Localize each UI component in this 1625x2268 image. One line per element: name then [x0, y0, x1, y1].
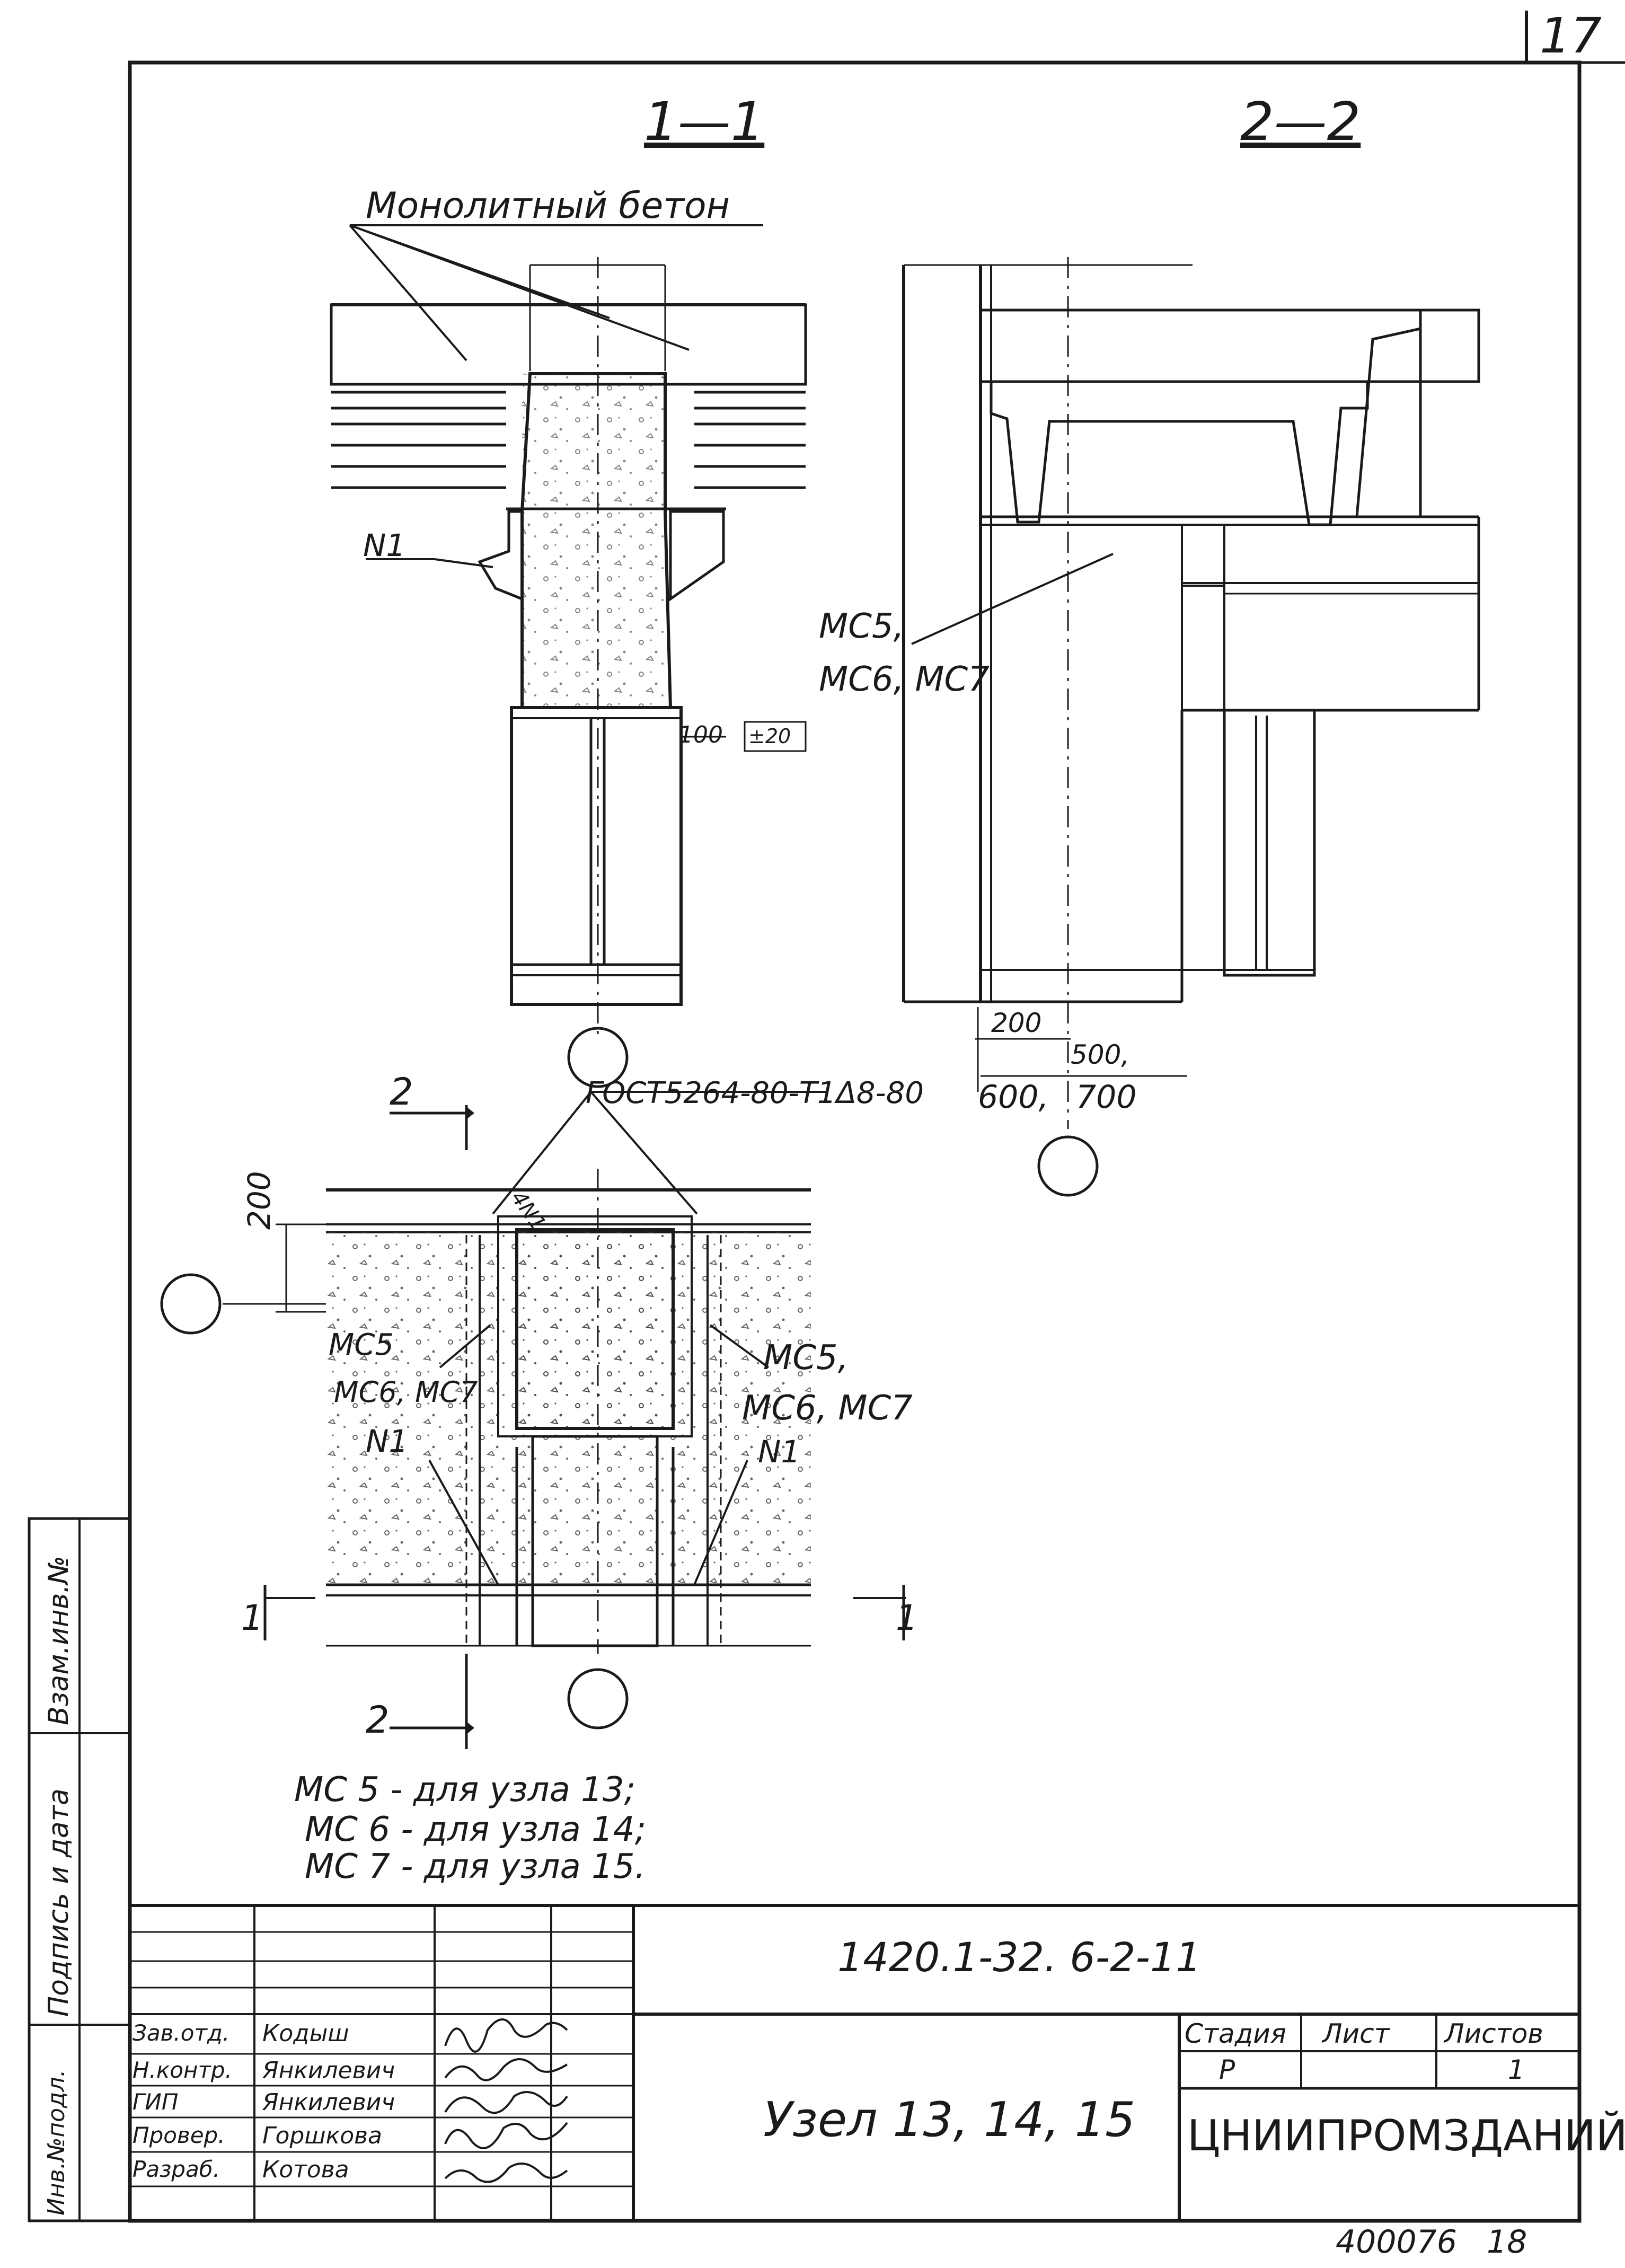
title-block-grid: [130, 1904, 1579, 2221]
mark-mc5-section: MC5,: [819, 607, 904, 646]
role-0: Зав.отд.: [133, 2020, 230, 2046]
dimension-600: 600,: [978, 1079, 1049, 1116]
stage-header: Стадия: [1185, 2018, 1286, 2049]
cut-mark-1-left: 1: [241, 1598, 263, 1638]
role-1: Н.контр.: [133, 2057, 232, 2083]
section-1-1-label: 1—1: [644, 91, 765, 153]
cut-mark-2-bottom: 2: [366, 1698, 390, 1742]
name-0: Кодыш: [262, 2020, 349, 2047]
dimension-200-plan: 200: [241, 1171, 277, 1230]
name-4: Котова: [262, 2156, 349, 2183]
stamp-signature-date: Подпись и дата: [43, 1788, 75, 2017]
note-line-2: MC 6 - для узла 14;: [305, 1810, 647, 1849]
footer-page: 18: [1487, 2223, 1527, 2261]
drawing-title: Узел 13, 14, 15: [763, 2092, 1136, 2148]
organization-name: ЦНИИПРОМЗДАНИЙ: [1187, 2111, 1625, 2160]
gost-weld-note: ГОСТ5264-80-Т1Δ8-80: [586, 1076, 924, 1110]
mark-n1-plan-right: N1: [758, 1434, 801, 1470]
stamp-replacement-inventory: Взам.инв.№: [43, 1556, 75, 1725]
mark-n1-section: N1: [363, 527, 406, 563]
section-2-2-drawing: [902, 257, 1480, 1197]
mark-n1-plan-left: N1: [366, 1423, 409, 1459]
cut-mark-2-top: 2: [390, 1070, 413, 1114]
concrete-label: Монолитный бетон: [366, 185, 730, 227]
sheets-total: 1: [1508, 2054, 1525, 2085]
signatures-picture: [444, 2018, 568, 2183]
mark-mc6-mc7-plan-right: MC6, MC7: [742, 1389, 913, 1428]
stage-value: Р: [1219, 2054, 1235, 2085]
stamp-original-inventory: Инв.№подл.: [43, 2069, 70, 2216]
footer-code: 400076: [1336, 2223, 1458, 2261]
side-stamp-box: [28, 1517, 131, 2222]
role-3: Провер.: [133, 2122, 225, 2148]
mark-mc6-mc7-plan-left: MC6, MC7: [334, 1375, 478, 1409]
sheet-number: 17: [1540, 7, 1602, 64]
mark-mc5-plan-right: MC5,: [763, 1338, 849, 1378]
name-3: Горшкова: [262, 2122, 383, 2149]
dimension-500: 500,: [1071, 1039, 1130, 1070]
role-4: Разраб.: [133, 2156, 220, 2182]
sheet-header: Лист: [1322, 2018, 1390, 2049]
drawing-frame: [128, 60, 1582, 2223]
cut-mark-1-right: 1: [896, 1598, 918, 1638]
dimension-700: 700: [1076, 1079, 1137, 1116]
section-1-1-drawing: [330, 224, 807, 1088]
sheets-header: Листов: [1444, 2018, 1543, 2049]
document-code: 1420.1-32. 6-2-11: [837, 1934, 1202, 1981]
section-2-2-label: 2—2: [1240, 91, 1361, 153]
note-line-1: MC 5 - для узла 13;: [294, 1770, 636, 1810]
mark-mc6-mc7-section: MC6, MC7: [819, 660, 990, 699]
dimension-tolerance: ±20: [748, 725, 791, 748]
role-2: ГИП: [133, 2089, 179, 2115]
dimension-200-section: 200: [991, 1008, 1042, 1038]
name-2: Янкилевич: [262, 2089, 395, 2116]
dimension-100: 100: [678, 721, 723, 748]
mark-mc5-plan-left: MC5: [329, 1328, 394, 1362]
note-line-3: MC 7 - для узла 15.: [305, 1847, 646, 1886]
name-1: Янкилевич: [262, 2057, 395, 2084]
plan-view-drawing: [160, 1091, 906, 1749]
